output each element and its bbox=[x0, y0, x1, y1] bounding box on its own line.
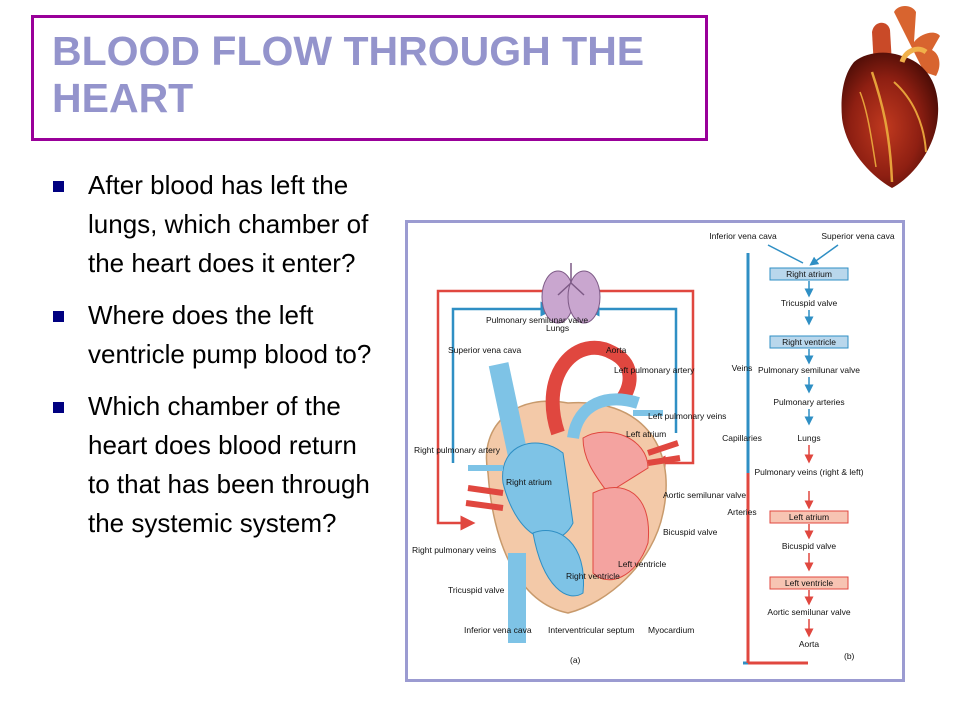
label-right-ventricle: Right ventricle bbox=[566, 571, 620, 581]
bullet-square-icon bbox=[53, 311, 64, 322]
panel-label-a: (a) bbox=[570, 655, 581, 665]
label-inferior-vena-cava: Inferior vena cava bbox=[464, 625, 532, 635]
flow-step-aorta: Aorta bbox=[799, 639, 820, 649]
label-bicuspid-valve: Bicuspid valve bbox=[663, 527, 718, 537]
panel-label-b: (b) bbox=[844, 651, 855, 661]
flow-step-pulmonary-veins: Pulmonary veins (right & left) bbox=[754, 467, 863, 477]
flow-step-pulmonary-arteries: Pulmonary arteries bbox=[773, 397, 844, 407]
flow-step-pulmonary-semilunar-valve: Pulmonary semilunar valve bbox=[758, 365, 860, 375]
heart-diagram-figure: Lungs Pulmonary semilunar valve Aorta Su… bbox=[405, 220, 905, 682]
slide-title: BLOOD FLOW THROUGH THE HEART bbox=[52, 28, 645, 121]
bullet-square-icon bbox=[53, 402, 64, 413]
label-left-pulmonary-veins: Left pulmonary veins bbox=[648, 411, 726, 421]
flow-step-right-atrium: Right atrium bbox=[786, 269, 832, 279]
label-left-atrium: Left atrium bbox=[626, 429, 666, 439]
bullet-item: Where does the left ventricle pump blood… bbox=[48, 296, 378, 374]
heart-diagram-svg: Lungs Pulmonary semilunar valve Aorta Su… bbox=[412, 231, 895, 665]
flow-step-right-ventricle: Right ventricle bbox=[782, 337, 836, 347]
flow-step-lungs: Lungs bbox=[797, 433, 820, 443]
label-superior-vena-cava: Superior vena cava bbox=[448, 345, 522, 355]
label-right-atrium: Right atrium bbox=[506, 477, 552, 487]
label-left-ventricle: Left ventricle bbox=[618, 559, 666, 569]
label-superior-vena-cava-b: Superior vena cava bbox=[821, 231, 895, 241]
flow-step-bicuspid-valve: Bicuspid valve bbox=[782, 541, 837, 551]
bullet-square-icon bbox=[53, 181, 64, 192]
label-veins: Veins bbox=[732, 363, 753, 373]
label-pulmonary-semilunar-valve: Pulmonary semilunar valve bbox=[486, 315, 588, 325]
label-arteries: Arteries bbox=[727, 507, 756, 517]
bullet-item: After blood has left the lungs, which ch… bbox=[48, 166, 378, 283]
label-myocardium: Myocardium bbox=[648, 625, 694, 635]
flow-step-tricuspid-valve: Tricuspid valve bbox=[781, 298, 838, 308]
label-right-pulmonary-artery: Right pulmonary artery bbox=[414, 445, 501, 455]
label-capillaries: Capillaries bbox=[722, 433, 762, 443]
label-lungs: Lungs bbox=[546, 323, 569, 333]
flow-step-aortic-semilunar-valve: Aortic semilunar valve bbox=[767, 607, 850, 617]
heart-clipart-icon bbox=[841, 6, 940, 188]
bullet-list: After blood has left the lungs, which ch… bbox=[48, 166, 378, 556]
label-left-pulmonary-artery: Left pulmonary artery bbox=[614, 365, 695, 375]
label-inferior-vena-cava-b: Inferior vena cava bbox=[709, 231, 777, 241]
label-aorta: Aorta bbox=[606, 345, 627, 355]
flow-step-left-ventricle: Left ventricle bbox=[785, 578, 833, 588]
flow-sequence-panel: Inferior vena cava Superior vena cava Ve… bbox=[709, 231, 895, 665]
title-box: BLOOD FLOW THROUGH THE HEART bbox=[31, 15, 708, 141]
heart-anatomy-panel: Lungs Pulmonary semilunar valve Aorta Su… bbox=[412, 263, 746, 665]
label-right-pulmonary-veins: Right pulmonary veins bbox=[412, 545, 496, 555]
flow-step-left-atrium: Left atrium bbox=[789, 512, 829, 522]
bullet-item: Which chamber of the heart does blood re… bbox=[48, 387, 378, 543]
label-interventricular-septum: Interventricular septum bbox=[548, 625, 634, 635]
label-aortic-semilunar-valve: Aortic semilunar valve bbox=[663, 490, 746, 500]
label-tricuspid-valve: Tricuspid valve bbox=[448, 585, 505, 595]
